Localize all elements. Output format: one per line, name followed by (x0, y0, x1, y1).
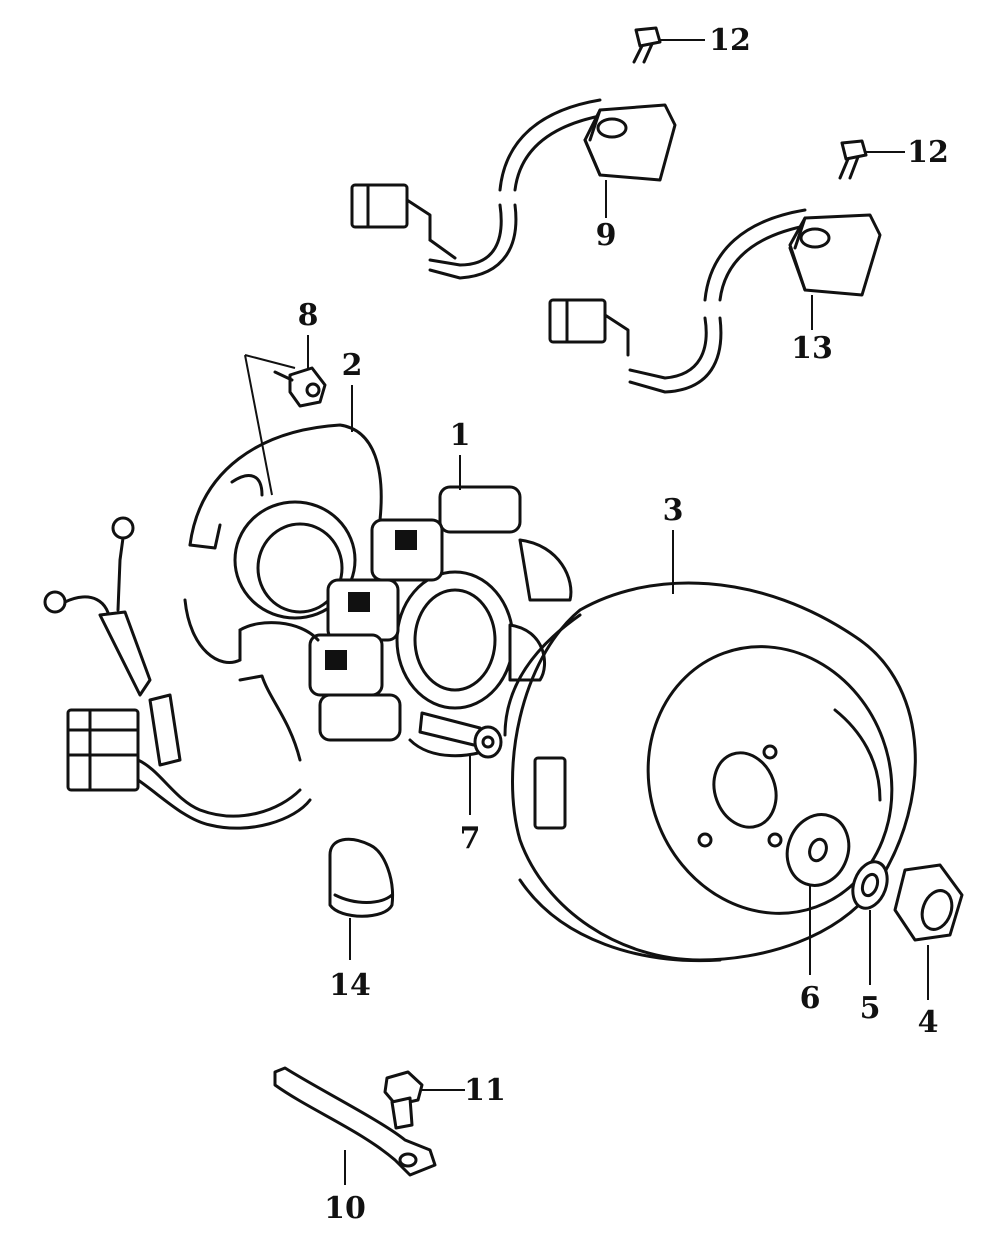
callout-8: 8 (298, 298, 319, 333)
grommet-14 (328, 837, 395, 918)
callout-2: 2 (342, 348, 363, 383)
callout-12-upper: 12 (709, 23, 751, 58)
callout-13: 13 (791, 331, 833, 366)
callout-6: 6 (800, 981, 821, 1016)
stator-coil (308, 485, 573, 758)
washer-6 (785, 813, 851, 887)
bracket-10 (273, 1066, 437, 1177)
washer-5 (851, 860, 889, 910)
callout-3: 3 (663, 493, 684, 528)
pulse-generator-lower (548, 208, 882, 394)
callout-5: 5 (860, 991, 881, 1026)
callout-10: 10 (324, 1191, 366, 1226)
bolt-8 (244, 354, 327, 496)
callout-14: 14 (329, 968, 371, 1003)
callout-7: 7 (460, 821, 481, 856)
screw-12-upper (632, 26, 662, 64)
callout-12-lower: 12 (907, 135, 949, 170)
callout-11: 11 (464, 1073, 506, 1108)
wiring-harness (43, 516, 320, 830)
leader-lines (307, 39, 929, 1185)
bolt-7 (418, 711, 503, 759)
screw-12-lower (838, 139, 868, 180)
callout-1: 1 (450, 418, 471, 453)
stator-base-plate (183, 423, 383, 664)
callout-labels: 1 2 3 4 5 6 7 8 9 10 11 12 12 13 14 (298, 23, 949, 1226)
callout-9: 9 (596, 218, 617, 253)
pulse-generator-upper (350, 98, 677, 280)
callout-4: 4 (918, 1005, 939, 1040)
flywheel-rotor (503, 581, 917, 963)
nut-4 (893, 863, 964, 942)
bolt-11 (383, 1070, 424, 1130)
